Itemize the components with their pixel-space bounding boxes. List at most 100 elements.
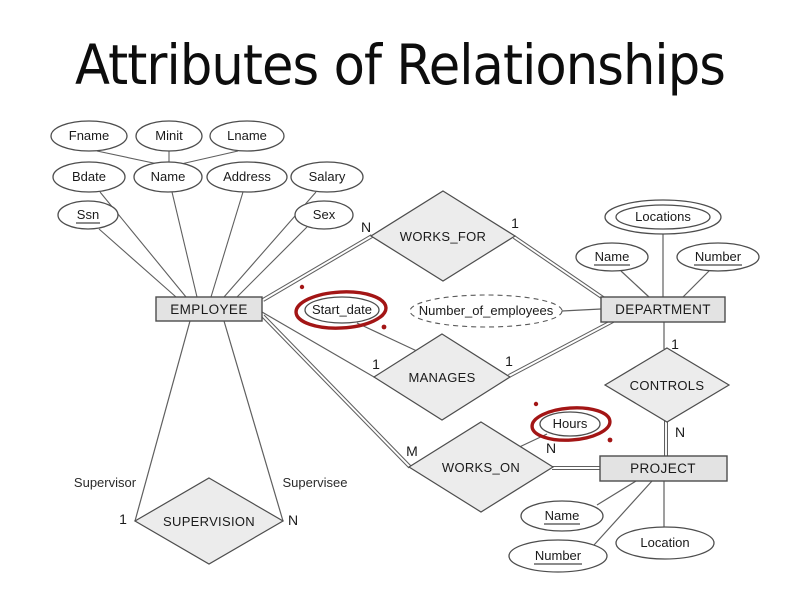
annotation-dot [607,437,613,443]
connector-manages-department-inner [508,320,614,377]
works-for-department-cardinality: 1 [511,215,519,231]
connector-fname-name [96,150,159,165]
supervisee-role-label: Supervisee [282,475,347,490]
manages-diamond [372,333,512,421]
minit-label: Minit [155,128,183,143]
red-annotations [294,284,613,443]
name-label: Name [151,169,186,184]
locations-multivalued-inner-ellipse [615,204,711,230]
connector-number-of-employees-department [561,308,602,312]
address-attribute-ellipse [206,161,288,193]
works-on-project-cardinality: N [546,440,556,456]
manages-label: MANAGES [408,370,475,385]
connector-employee-works-for-inner [262,235,373,301]
proj-location-attribute-ellipse [615,526,715,560]
connector-name-department [620,270,650,298]
employee-label: EMPLOYEE [170,302,247,317]
employee-entity-box [155,296,263,322]
attribute-labels: Fname Minit Lname Bdate Name Address Sal… [69,128,742,563]
connector-address-employee [210,191,244,298]
dept-number-attribute-ellipse [676,242,760,272]
salary-label: Salary [309,169,346,184]
role-labels: Supervisor Supervisee [74,475,348,490]
proj-number-attribute-ellipse [508,539,608,573]
controls-department-cardinality: 1 [671,336,679,352]
fname-label: Fname [69,128,109,143]
dept-number-label: Number [695,249,742,264]
works-for-employee-cardinality: N [361,219,371,235]
sex-attribute-ellipse [294,200,354,230]
connector-name-project [596,480,637,506]
hours-label: Hours [553,416,588,431]
dept-name-label: Name [595,249,630,264]
connector-employee-works-on-inner [262,315,411,468]
supervisor-role-label: Supervisor [74,475,137,490]
works-for-label: WORKS_FOR [400,229,486,244]
connector-name-employee [171,191,198,298]
address-label: Address [223,169,271,184]
entity-labels: EMPLOYEE DEPARTMENT PROJECT [170,302,711,476]
relationship-shapes [133,190,731,565]
locations-label: Locations [635,209,691,224]
bdate-attribute-ellipse [52,161,126,193]
entity-shapes [155,296,728,482]
supervision-supervisor-cardinality: 1 [119,511,127,527]
connector-number-department [682,270,710,298]
number-of-employees-label: Number_of_employees [419,303,554,318]
controls-diamond [603,347,731,423]
manages-employee-cardinality: 1 [372,356,380,372]
double-connectors [261,234,668,470]
attribute-shapes [50,120,760,573]
start-date-highlight-ring [294,290,388,330]
connector-sex-employee [236,226,308,298]
proj-location-label: Location [640,535,689,550]
slide-title: Attributes of Relationships [75,33,725,97]
connector-ssn-employee [98,228,177,298]
supervision-label: SUPERVISION [163,514,255,529]
relationship-labels: WORKS_FOR MANAGES CONTROLS WORKS_ON SUPE… [163,229,704,529]
works-on-label: WORKS_ON [442,460,520,475]
name-attribute-ellipse [133,161,203,193]
connector-lname-name [180,150,239,165]
key-underlines [76,222,742,565]
controls-project-cardinality: N [675,424,685,440]
proj-name-label: Name [545,508,580,523]
dept-name-attribute-ellipse [575,242,649,272]
department-entity-box [600,296,726,323]
connector-employee-supervision-supervisee [223,320,284,522]
annotation-dot [533,401,539,407]
works-on-employee-cardinality: M [406,443,418,459]
controls-label: CONTROLS [630,378,705,393]
cardinality-labels: N 1 1 1 1 N M N 1 N [119,215,685,528]
project-label: PROJECT [630,461,696,476]
sex-label: Sex [313,207,336,222]
manages-department-cardinality: 1 [505,353,513,369]
supervision-diamond [133,477,285,565]
project-entity-box [599,455,728,482]
connector-works-for-department-inner [513,236,607,301]
connector-number-project [593,480,653,546]
hours-attribute-ellipse [539,411,601,437]
number-of-employees-derived-ellipse [409,294,563,328]
lname-label: Lname [227,128,267,143]
annotation-dot [299,284,305,290]
annotation-dot [381,324,387,330]
minit-attribute-ellipse [135,120,203,152]
works-for-diamond [369,190,517,282]
lname-attribute-ellipse [209,120,285,152]
connector-employee-manages [261,311,375,378]
works-on-diamond [407,421,555,513]
proj-number-label: Number [535,548,582,563]
start-date-label: Start_date [312,302,372,317]
department-label: DEPARTMENT [615,302,711,317]
salary-attribute-ellipse [290,161,364,193]
ssn-attribute-ellipse [57,200,119,230]
ssn-label: Ssn [77,207,99,222]
supervision-supervisee-cardinality: N [288,512,298,528]
connector-employee-supervision-supervisor [134,320,191,522]
connector-start-date-manages [356,322,420,353]
fname-attribute-ellipse [50,120,128,152]
proj-name-attribute-ellipse [520,500,604,532]
